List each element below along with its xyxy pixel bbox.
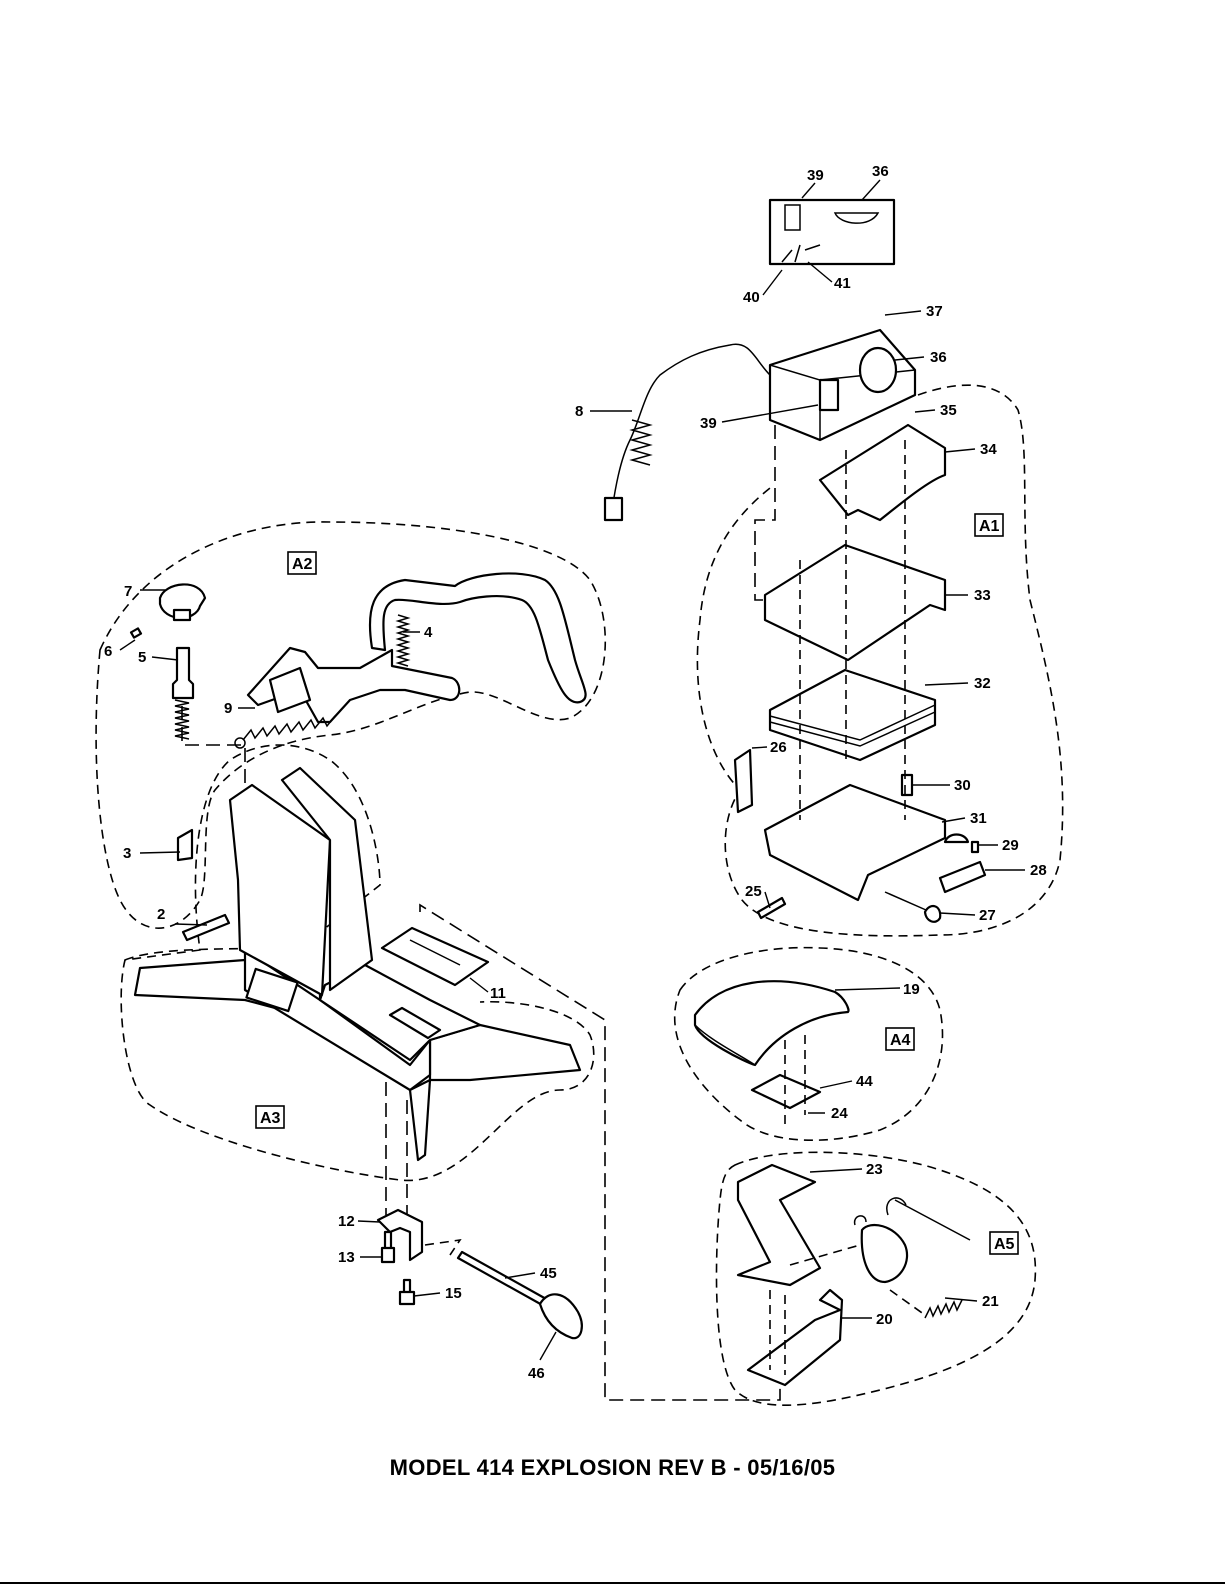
bracket-3 — [178, 830, 192, 860]
callout-35: 35 — [940, 402, 957, 419]
callout-34: 34 — [980, 441, 997, 458]
callout-41: 41 — [834, 275, 851, 292]
assembly-label-a2: A2 — [292, 556, 313, 573]
pin-25 — [758, 898, 785, 918]
callout-11: 11 — [490, 985, 506, 1002]
callout-29: 29 — [1002, 837, 1019, 854]
callout-39-main: 39 — [700, 415, 717, 432]
callout-26: 26 — [770, 739, 787, 756]
knob-7-stem — [174, 610, 190, 620]
callout-28: 28 — [1030, 862, 1047, 879]
spring-21 — [925, 1300, 962, 1318]
connector-dash-control — [755, 425, 775, 600]
callout-8: 8 — [575, 403, 583, 420]
callout-33: 33 — [974, 587, 991, 604]
diagram-caption: MODEL 414 EXPLOSION REV B - 05/16/05 — [0, 1455, 1225, 1481]
frame-23 — [738, 1165, 820, 1285]
power-plug — [605, 498, 622, 520]
rod-45 — [458, 1252, 548, 1306]
latch-rod — [895, 1200, 970, 1240]
assembly-label-a5: A5 — [994, 1236, 1015, 1253]
latch-assembly — [738, 1165, 970, 1385]
spring-9-hook — [235, 738, 245, 748]
callout-36-main: 36 — [930, 349, 947, 366]
base-foot — [410, 1080, 430, 1160]
callout-30: 30 — [954, 777, 971, 794]
bottom-rule — [0, 1582, 1225, 1584]
assembly-label-a1: A1 — [979, 518, 1000, 535]
bracket-26 — [735, 750, 752, 812]
callout-5: 5 — [138, 649, 146, 666]
shaft-5 — [173, 648, 193, 698]
callout-12: 12 — [338, 1213, 355, 1230]
pad-assembly — [695, 981, 848, 1130]
heating-element-32 — [770, 670, 935, 760]
callout-46: 46 — [528, 1365, 545, 1382]
connector-dash-a3-a5 — [420, 905, 780, 1400]
switch-39 — [820, 380, 838, 410]
callout-2: 2 — [157, 906, 165, 923]
callout-4: 4 — [424, 624, 433, 641]
callout-19: 19 — [903, 981, 920, 998]
base-frame — [135, 768, 580, 1160]
callout-40: 40 — [743, 289, 760, 306]
bushing-29 — [972, 842, 978, 852]
callout-27: 27 — [979, 907, 996, 924]
callout-13: 13 — [338, 1249, 355, 1266]
callout-20: 20 — [876, 1311, 893, 1328]
callout-7: 7 — [124, 583, 132, 600]
mount-plate-44 — [752, 1075, 820, 1108]
timer-dial-36 — [860, 348, 896, 392]
callout-37: 37 — [926, 303, 943, 320]
platen-cover-34 — [820, 425, 945, 520]
set-screw-6 — [131, 628, 141, 637]
control-box-37 — [770, 330, 915, 440]
knob-46 — [540, 1294, 582, 1338]
callout-21: 21 — [982, 1293, 999, 1310]
callout-9: 9 — [224, 700, 232, 717]
bolt-13 — [382, 1232, 394, 1262]
callout-15: 15 — [445, 1285, 462, 1302]
assembly-label-a4: A4 — [890, 1032, 911, 1049]
callout-44: 44 — [856, 1073, 873, 1090]
callout-24: 24 — [831, 1105, 848, 1122]
terminal-28 — [940, 862, 985, 892]
callout-31: 31 — [970, 810, 987, 827]
callout-39-inset: 39 — [807, 167, 824, 184]
cap-ring — [945, 835, 968, 843]
callout-23: 23 — [866, 1161, 883, 1178]
pad-19 — [695, 981, 848, 1065]
power-cord-8 — [612, 344, 770, 510]
rod-27 — [885, 892, 926, 910]
power-cord-coil — [632, 420, 650, 465]
assembly-label-a3: A3 — [260, 1110, 281, 1127]
clamp-dash — [425, 1240, 460, 1255]
latch-mechanism — [862, 1225, 907, 1282]
callout-32: 32 — [974, 675, 991, 692]
pin-2 — [183, 915, 229, 940]
thermostat-30 — [902, 775, 912, 795]
latch-dash-2 — [890, 1290, 925, 1315]
callout-3: 3 — [123, 845, 131, 862]
callout-36-inset: 36 — [872, 163, 889, 180]
callout-25: 25 — [745, 883, 762, 900]
bracket-20 — [748, 1290, 842, 1385]
screw-15 — [400, 1280, 414, 1304]
spring-4 — [398, 615, 408, 666]
platen-base-31 — [765, 785, 945, 900]
platen-plate-33 — [765, 545, 945, 660]
knob-cap-27 — [925, 906, 940, 922]
callout-6: 6 — [104, 643, 112, 660]
callout-45: 45 — [540, 1265, 557, 1282]
